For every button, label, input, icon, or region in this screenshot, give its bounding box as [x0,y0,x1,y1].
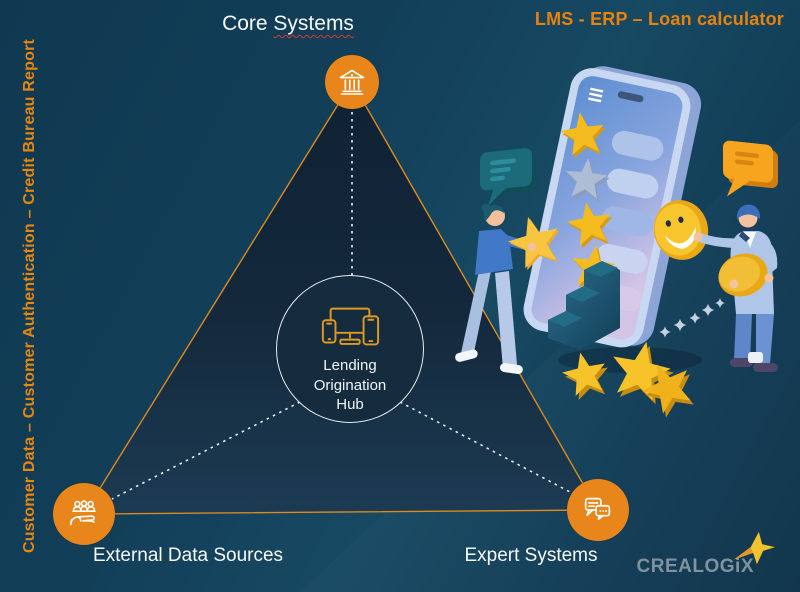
speech-bubble-teal [480,148,537,207]
left-axis-label: Customer Data – Customer Authentication … [21,38,38,554]
external-data-node [53,483,115,545]
external-data-label: External Data Sources [92,545,284,566]
phone-speaker [617,91,644,103]
multi-device-icon [321,307,380,346]
core-label-part2: Systems [273,12,354,35]
logo-text: CREALOGiX [636,556,754,577]
crealogix-logo: CREALOGiX [636,531,786,586]
hub-connector-dashed-lines [111,112,571,500]
people-in-hand-icon [69,500,96,526]
hub-node: Lending Origination Hub [276,275,424,423]
mobile-app-rating-illustration [455,66,778,422]
person-right [693,204,778,372]
smiley-coin [653,200,709,260]
core-systems-label: Core Systems [222,12,354,36]
star-trail [659,298,725,338]
core-label-part1: Core [222,12,274,35]
expert-systems-node [567,479,629,541]
expert-systems-label: Expert Systems [464,545,598,566]
top-right-label: LMS - ERP – Loan calculator [534,9,784,29]
speech-bubble-orange [723,140,778,197]
menu-icon [588,87,604,103]
stairs [548,261,620,350]
hub-label: Lending Origination Hub [313,357,387,413]
person-left [455,203,568,375]
core-systems-node [325,55,379,109]
chat-bubbles-icon [584,497,611,520]
bank-icon [339,69,365,95]
crealogix-star-icon [734,531,776,565]
